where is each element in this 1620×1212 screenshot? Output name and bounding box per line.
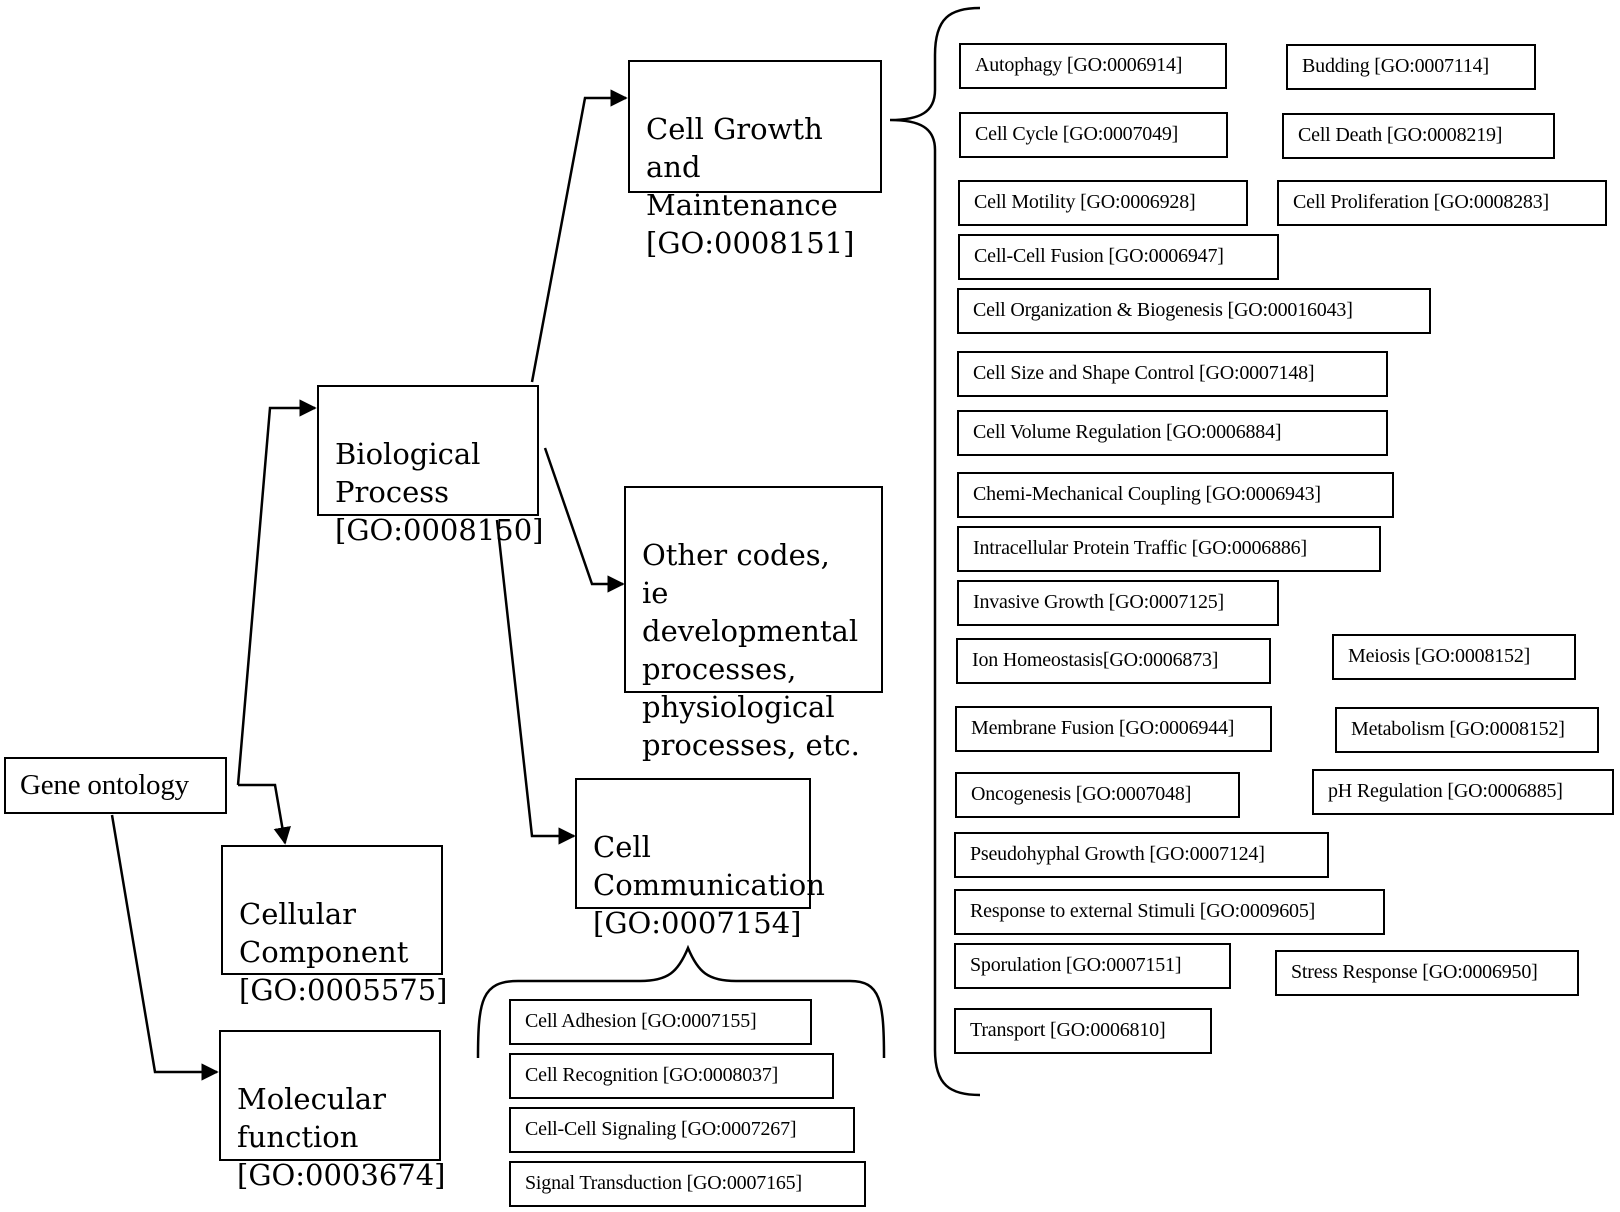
biological-process-box: Biological Process [GO:0008150] xyxy=(317,385,544,547)
term-membrane-fusion: Membrane Fusion [GO:0006944] xyxy=(955,706,1272,752)
other-codes-label: Other codes, ie developmental processes,… xyxy=(642,538,860,762)
term-ion-homeostasis: Ion Homeostasis[GO:0006873] xyxy=(956,638,1271,684)
term-label: Transport [GO:0006810] xyxy=(970,1019,1166,1041)
molecular-function-label: Molecular function [GO:0003674] xyxy=(237,1082,446,1192)
term-label: Pseudohyphal Growth [GO:0007124] xyxy=(970,843,1265,865)
term-label: Cell Cycle [GO:0007049] xyxy=(975,123,1179,145)
term-cell-adhesion: Cell Adhesion [GO:0007155] xyxy=(509,999,812,1045)
term-cell-recognition: Cell Recognition [GO:0008037] xyxy=(509,1053,834,1099)
gene-ontology-box: Gene ontology xyxy=(4,757,227,814)
term-label: Cell-Cell Fusion [GO:0006947] xyxy=(974,245,1224,267)
cell-growth-brace xyxy=(889,6,981,1097)
arrow-to-cellular-component xyxy=(238,783,291,845)
term-meiosis: Meiosis [GO:0008152] xyxy=(1332,634,1576,680)
term-sporulation: Sporulation [GO:0007151] xyxy=(954,943,1231,989)
term-label: Stress Response [GO:0006950] xyxy=(1291,961,1538,983)
term-label: Ion Homeostasis[GO:0006873] xyxy=(972,649,1219,671)
term-label: Sporulation [GO:0007151] xyxy=(970,954,1182,976)
term-chemi-mechanical-coupling: Chemi-Mechanical Coupling [GO:0006943] xyxy=(957,472,1394,518)
cell-communication-box: Cell Communication [GO:0007154] xyxy=(575,778,825,940)
term-stress-response: Stress Response [GO:0006950] xyxy=(1275,950,1579,996)
cell-growth-box: Cell Growth and Maintenance [GO:0008151] xyxy=(628,60,882,260)
term-label: Cell Motility [GO:0006928] xyxy=(974,191,1196,213)
term-cell-organization: Cell Organization & Biogenesis [GO:00016… xyxy=(957,288,1431,334)
term-invasive-growth: Invasive Growth [GO:0007125] xyxy=(957,580,1279,626)
cell-growth-label: Cell Growth and Maintenance [GO:0008151] xyxy=(646,112,855,260)
cell-communication-label: Cell Communication [GO:0007154] xyxy=(593,830,825,940)
term-intracellular-protein-traffic: Intracellular Protein Traffic [GO:000688… xyxy=(957,526,1381,572)
term-label: Cell Proliferation [GO:0008283] xyxy=(1293,191,1549,213)
term-label: Meiosis [GO:0008152] xyxy=(1348,645,1531,667)
term-label: Oncogenesis [GO:0007048] xyxy=(971,783,1192,805)
term-cell-proliferation: Cell Proliferation [GO:0008283] xyxy=(1277,180,1607,226)
term-oncogenesis: Oncogenesis [GO:0007048] xyxy=(955,772,1240,818)
term-label: Autophagy [GO:0006914] xyxy=(975,54,1183,76)
term-response-external-stimuli: Response to external Stimuli [GO:0009605… xyxy=(954,889,1385,935)
term-label: Cell Recognition [GO:0008037] xyxy=(525,1064,779,1086)
term-label: Signal Transduction [GO:0007165] xyxy=(525,1172,802,1194)
term-label: Response to external Stimuli [GO:0009605… xyxy=(970,900,1316,922)
term-label: Cell Adhesion [GO:0007155] xyxy=(525,1010,757,1032)
term-label: Intracellular Protein Traffic [GO:000688… xyxy=(973,537,1307,559)
term-label: Cell Death [GO:0008219] xyxy=(1298,124,1503,146)
term-label: Membrane Fusion [GO:0006944] xyxy=(971,717,1235,739)
term-cell-motility: Cell Motility [GO:0006928] xyxy=(958,180,1248,226)
term-pseudohyphal-growth: Pseudohyphal Growth [GO:0007124] xyxy=(954,832,1329,878)
term-label: Chemi-Mechanical Coupling [GO:0006943] xyxy=(973,483,1321,505)
term-label: Invasive Growth [GO:0007125] xyxy=(973,591,1225,613)
term-cell-cycle: Cell Cycle [GO:0007049] xyxy=(959,112,1228,158)
term-label: pH Regulation [GO:0006885] xyxy=(1328,780,1563,802)
gene-ontology-label: Gene ontology xyxy=(20,769,189,801)
arrow-to-molecular-function xyxy=(110,814,219,1081)
cell-communication-brace xyxy=(476,944,886,1059)
term-ph-regulation: pH Regulation [GO:0006885] xyxy=(1312,769,1614,815)
arrow-to-other-codes xyxy=(543,447,625,593)
cellular-component-label: Cellular Component [GO:0005575] xyxy=(239,897,448,1007)
term-label: Metabolism [GO:0008152] xyxy=(1351,718,1565,740)
term-cell-size-shape: Cell Size and Shape Control [GO:0007148] xyxy=(957,351,1388,397)
term-metabolism: Metabolism [GO:0008152] xyxy=(1335,707,1599,753)
term-label: Cell-Cell Signaling [GO:0007267] xyxy=(525,1118,797,1140)
term-label: Budding [GO:0007114] xyxy=(1302,55,1489,77)
term-signal-transduction: Signal Transduction [GO:0007165] xyxy=(509,1161,866,1207)
biological-process-label: Biological Process [GO:0008150] xyxy=(335,437,544,547)
term-transport: Transport [GO:0006810] xyxy=(954,1008,1212,1054)
arrow-to-cell-communication xyxy=(495,519,576,845)
term-label: Cell Volume Regulation [GO:0006884] xyxy=(973,421,1282,443)
term-cell-cell-signaling: Cell-Cell Signaling [GO:0007267] xyxy=(509,1107,855,1153)
term-cell-volume-regulation: Cell Volume Regulation [GO:0006884] xyxy=(957,410,1388,456)
term-autophagy: Autophagy [GO:0006914] xyxy=(959,43,1227,89)
arrow-to-biological-process xyxy=(236,399,317,786)
other-codes-box: Other codes, ie developmental processes,… xyxy=(624,486,883,762)
cellular-component-box: Cellular Component [GO:0005575] xyxy=(221,845,448,1007)
term-budding: Budding [GO:0007114] xyxy=(1286,44,1536,90)
term-label: Cell Size and Shape Control [GO:0007148] xyxy=(973,362,1315,384)
term-cell-cell-fusion: Cell-Cell Fusion [GO:0006947] xyxy=(958,234,1279,280)
arrow-to-cell-growth xyxy=(530,89,628,383)
molecular-function-box: Molecular function [GO:0003674] xyxy=(219,1030,446,1192)
term-label: Cell Organization & Biogenesis [GO:00016… xyxy=(973,299,1353,321)
term-cell-death: Cell Death [GO:0008219] xyxy=(1282,113,1555,159)
